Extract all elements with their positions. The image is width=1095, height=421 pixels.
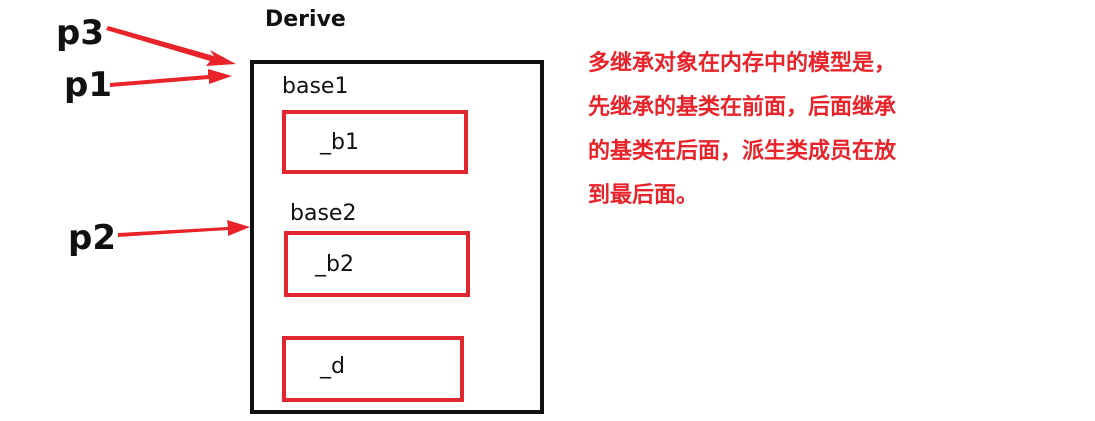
member-box-b2 <box>284 231 470 297</box>
pointer-label-p2: p2 <box>68 218 116 258</box>
note-line: 的基类在后面，派生类成员在放 <box>588 139 897 164</box>
member-label-b1: _b1 <box>320 130 359 155</box>
member-label-d: _d <box>320 354 345 379</box>
base1-title: base1 <box>282 74 349 99</box>
member-box-d <box>282 336 464 402</box>
pointer-label-p3: p3 <box>56 13 104 53</box>
p3-arrow-icon <box>106 26 236 66</box>
note-line: 多继承对象在内存中的模型是， <box>588 51 897 76</box>
class-title: Derive <box>265 7 346 32</box>
base2-title: base2 <box>290 201 357 226</box>
member-label-b2: _b2 <box>315 252 354 277</box>
memory-model-note: 多继承对象在内存中的模型是， 先继承的基类在前面，后面继承 的基类在后面，派生类… <box>588 42 988 218</box>
note-line: 先继承的基类在前面，后面继承 <box>588 95 897 120</box>
derive-object-box <box>250 60 544 414</box>
pointer-label-p1: p1 <box>64 65 112 105</box>
note-line: 到最后面。 <box>588 183 699 208</box>
p1-arrow-icon <box>110 69 232 87</box>
p2-arrow-icon <box>118 220 250 237</box>
member-box-b1 <box>282 110 468 174</box>
